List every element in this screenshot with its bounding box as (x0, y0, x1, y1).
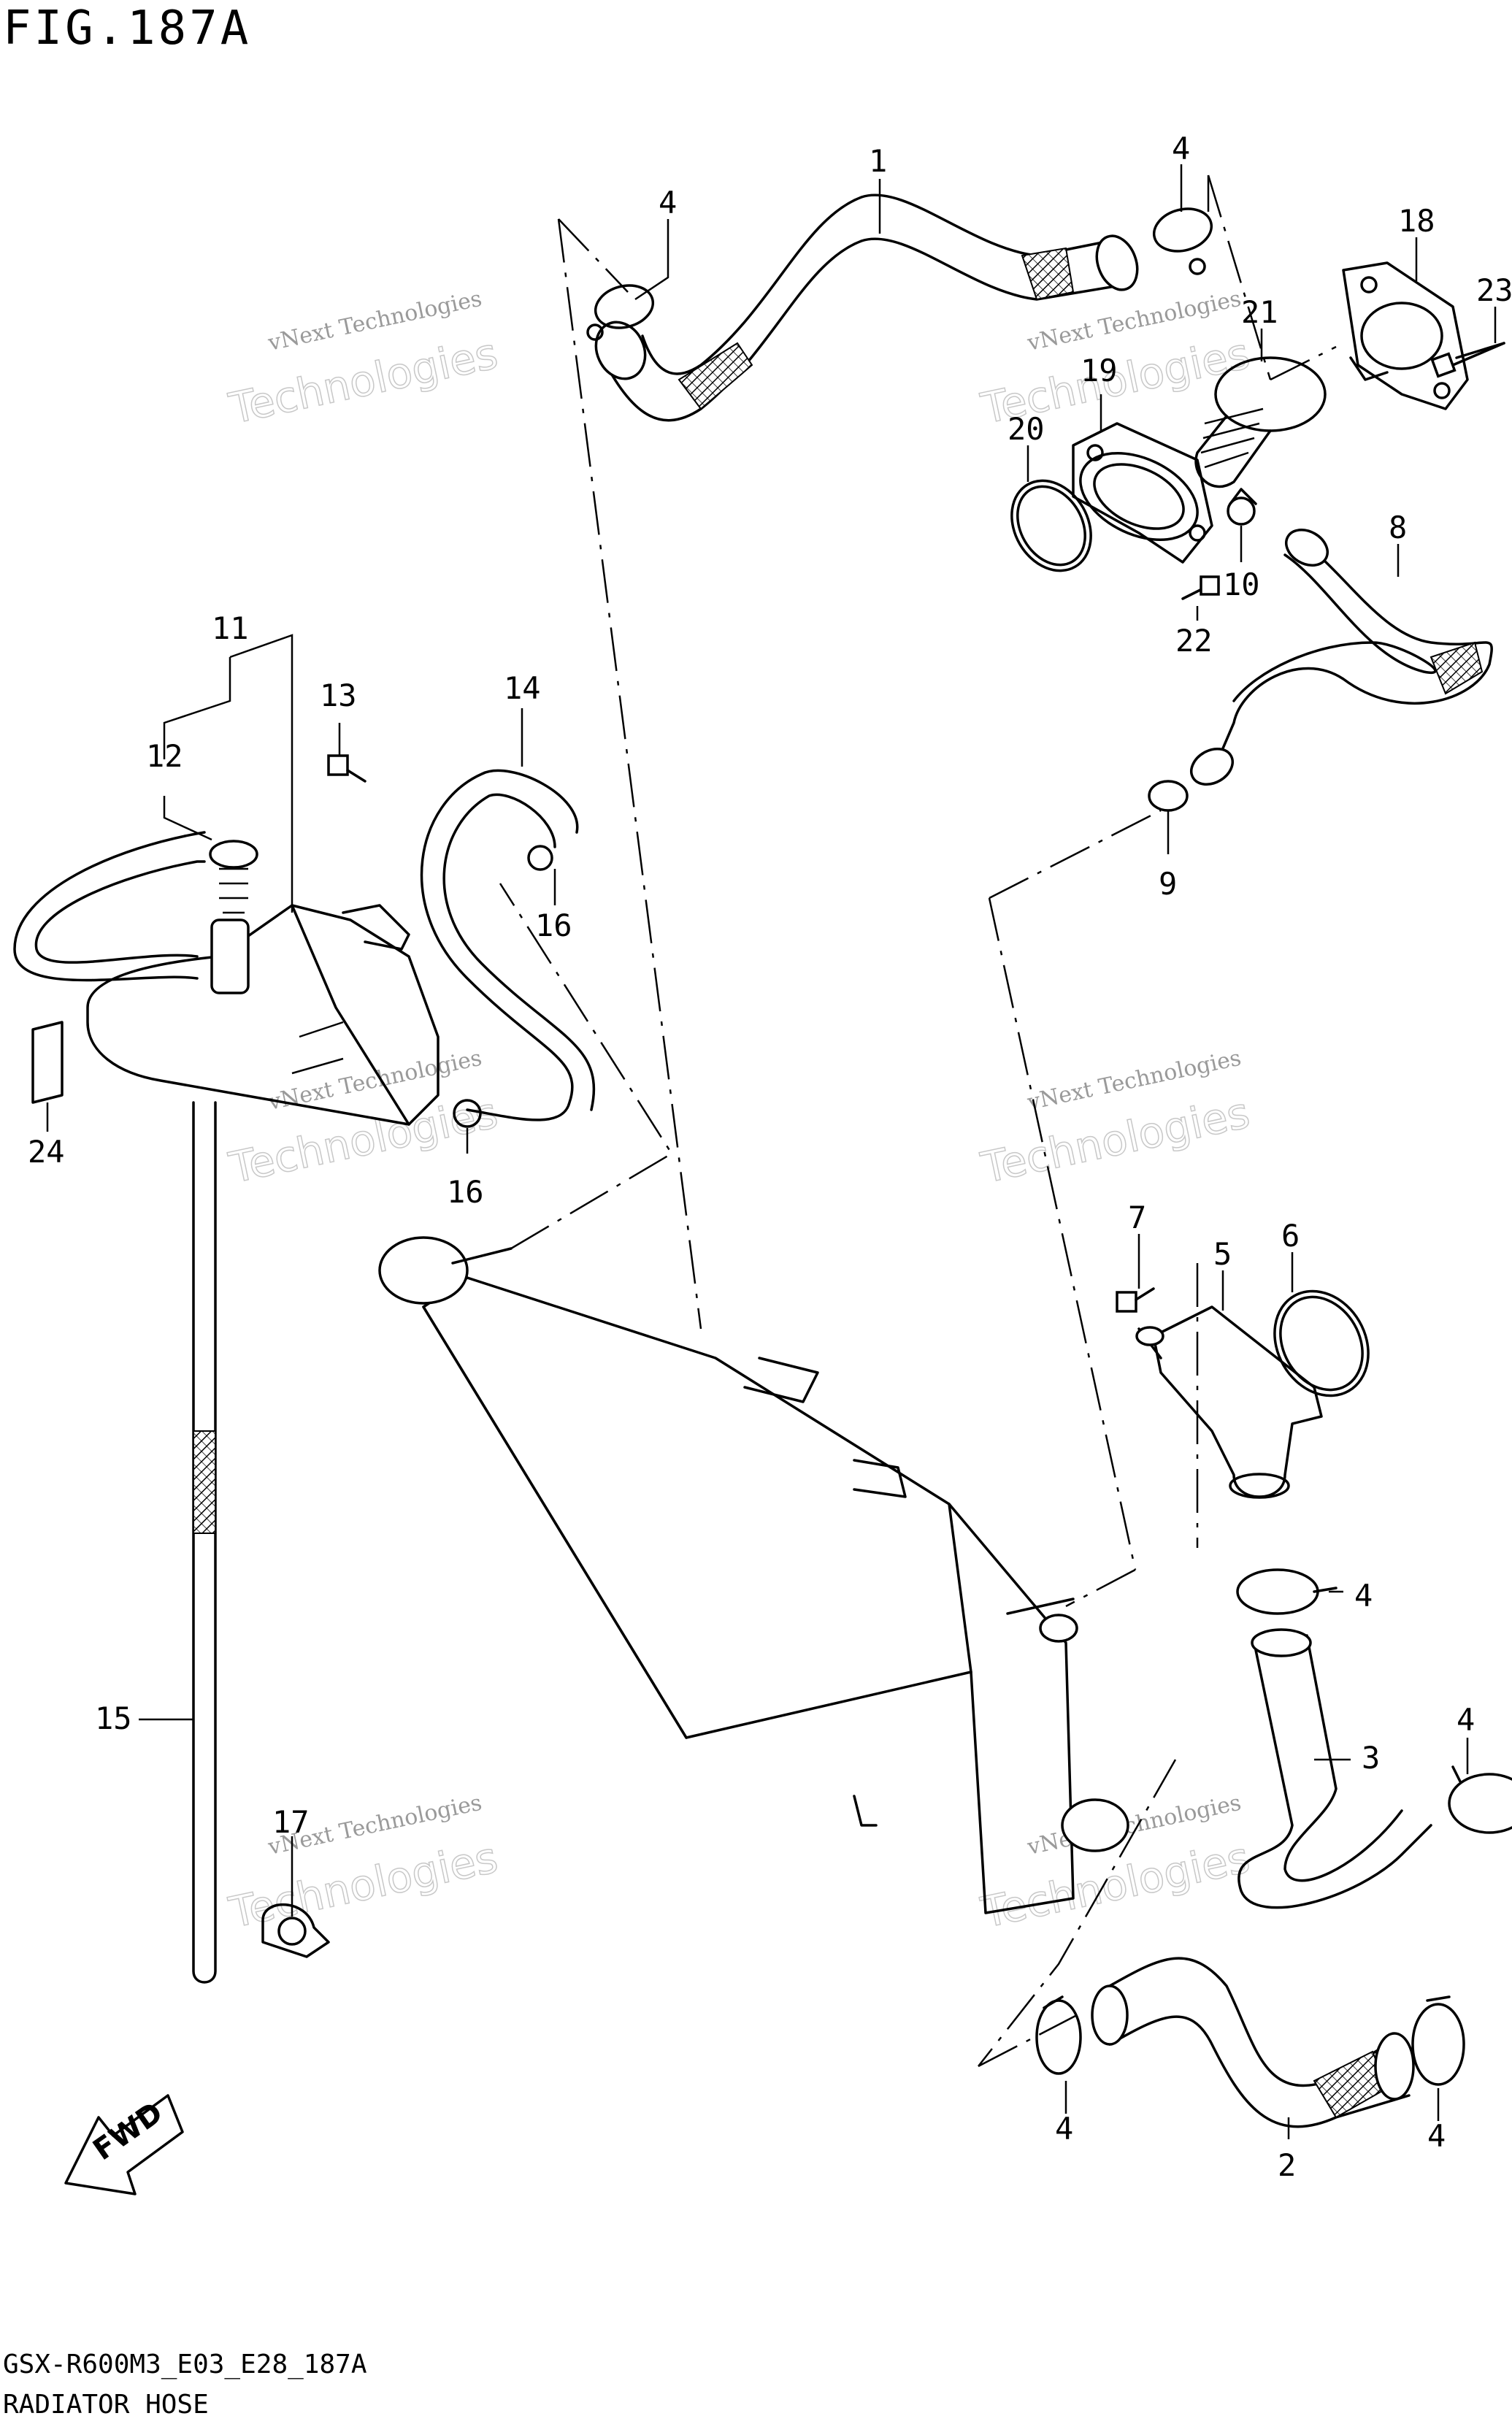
bolt (327, 754, 367, 783)
callout-label: 4 (659, 185, 677, 220)
callout-label: 20 (1008, 411, 1045, 447)
callout-label: 21 (1241, 294, 1278, 330)
hose-clamp (1035, 1995, 1082, 2075)
lower-radiator-hose (1237, 1628, 1432, 1909)
hose-clamp (1236, 1568, 1338, 1615)
water-inlet-connector (1135, 1305, 1323, 1499)
thermostat (1194, 356, 1327, 488)
callout-label: 11 (212, 610, 249, 646)
section-name: RADIATOR HOSE (3, 2390, 209, 2420)
small-clamp (1148, 780, 1189, 812)
callout-label: 9 (1159, 866, 1177, 902)
leader-lines (46, 164, 1497, 2139)
callout-label: 23 (1476, 272, 1512, 308)
bolt (1430, 342, 1505, 378)
bolt (1116, 1287, 1155, 1313)
callout-label: 15 (95, 1700, 132, 1736)
radiator (378, 1236, 1129, 1914)
overflow-hose (192, 1101, 217, 1984)
watermark-text: Technologies (977, 1833, 1254, 1938)
hose-clamp (1448, 1765, 1512, 1834)
thermostat-case (1072, 422, 1213, 564)
callout-label: 16 (535, 908, 572, 943)
callout-label: 24 (28, 1134, 65, 1170)
callout-label: 6 (1281, 1218, 1300, 1254)
upper-radiator-hose (594, 193, 1139, 422)
label-clip (31, 1021, 64, 1104)
assembly-guide-lines (499, 174, 1337, 2068)
callout-label: 1 (869, 143, 887, 179)
clip (261, 1903, 330, 1958)
watermark-text: Technologies (225, 1833, 502, 1938)
small-clamp (1227, 488, 1257, 526)
bypass-hose (1190, 529, 1493, 786)
callout-label: 13 (320, 678, 357, 713)
callout-label: 7 (1128, 1200, 1146, 1235)
callout-label: 4 (1354, 1578, 1373, 1614)
callout-label: 4 (1457, 1702, 1475, 1738)
bolt (1181, 575, 1220, 600)
bracket (342, 904, 410, 951)
callout-label: 5 (1213, 1236, 1232, 1272)
reservoir-inlet-hose (420, 769, 596, 1121)
callout-label: 14 (504, 670, 541, 706)
lower-outlet-hose (1091, 1957, 1415, 2128)
watermark-group: vNext Technologies Technologies vNext Te… (224, 286, 1254, 1938)
reservoir-tank (86, 904, 440, 1126)
hose-clamp (1411, 1995, 1465, 2086)
callout-label: 3 (1362, 1740, 1380, 1776)
forward-direction-indicator: FWD (64, 2094, 184, 2195)
o-ring (1010, 479, 1092, 572)
callout-label: 16 (447, 1174, 484, 1210)
callout-label: 18 (1398, 203, 1435, 239)
callout-label: 10 (1223, 567, 1260, 602)
callout-label: 4 (1427, 2118, 1446, 2154)
callout-label: 2 (1278, 2147, 1296, 2183)
hose-clamp (1152, 207, 1213, 275)
callout-label: 22 (1175, 623, 1213, 659)
callout-label: 17 (272, 1804, 310, 1840)
hose-clamp (586, 284, 655, 341)
reservoir-cap (209, 840, 258, 914)
callout-label: 19 (1081, 353, 1118, 388)
small-clamp (527, 845, 553, 871)
callout-label: 12 (146, 738, 183, 774)
watermark-text: Technologies (977, 1088, 1254, 1193)
callout-label: 8 (1389, 510, 1407, 545)
callout-label: 4 (1172, 131, 1190, 166)
model-code: GSX-R600M3_E03_E28_187A (3, 2350, 367, 2379)
thermostat-cover (1342, 261, 1469, 410)
o-ring (1273, 1289, 1370, 1397)
small-clamp (453, 1099, 482, 1128)
fwd-label: FWD (87, 2095, 169, 2167)
watermark-text: Technologies (225, 329, 502, 434)
callout-labels: 1 2 3 4 4 4 4 4 4 4 5 6 7 8 9 10 11 12 1… (28, 131, 1512, 2183)
callout-label: 4 (1055, 2111, 1073, 2147)
page-title: FIG.187A (3, 1, 251, 55)
reservoir-hose (13, 831, 206, 982)
